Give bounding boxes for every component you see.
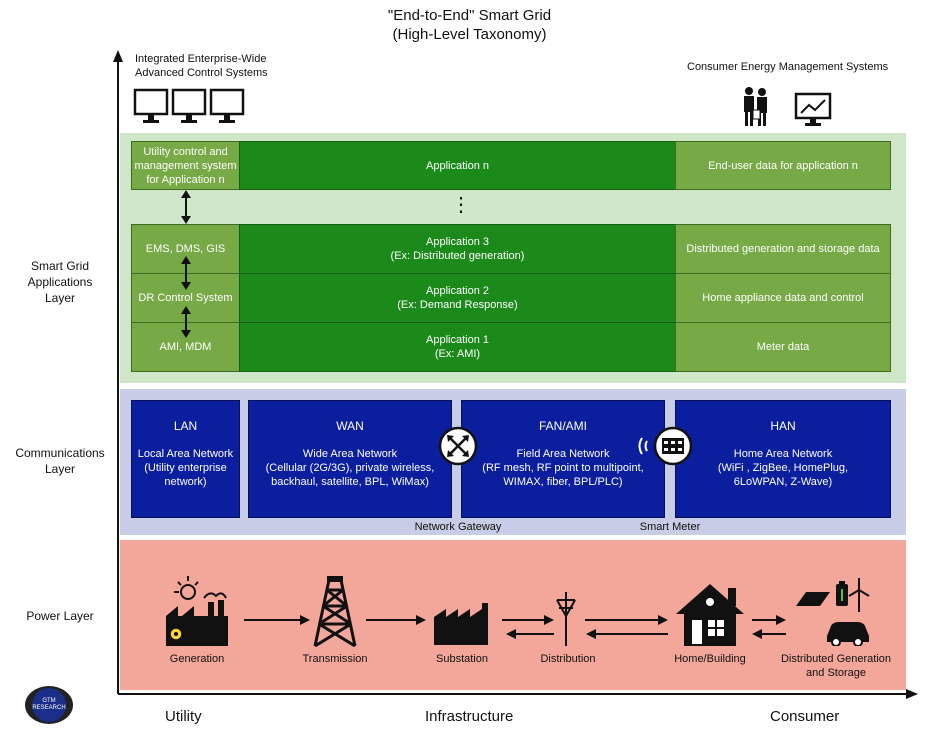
monitors-icon bbox=[133, 88, 245, 123]
app-3-data-box: Distributed generation and storage data bbox=[675, 224, 891, 274]
axis-consumer: Consumer bbox=[770, 708, 840, 725]
app-1-data-box: Meter data bbox=[675, 322, 891, 372]
title-line2: (High-Level Taxonomy) bbox=[392, 26, 547, 43]
distribution-label: Distribution bbox=[540, 653, 596, 665]
app-2-data-box: Home appliance data and control bbox=[675, 273, 891, 323]
transmission-tower-icon bbox=[313, 576, 357, 648]
chart-monitor-icon bbox=[794, 92, 832, 126]
generation-label: Generation bbox=[169, 653, 225, 665]
axis-utility: Utility bbox=[165, 708, 202, 725]
consumer-ems-label: Consumer Energy Management Systems bbox=[687, 61, 889, 73]
home-building-label: Home/Building bbox=[674, 653, 746, 665]
comm-layer-label: Communications Layer bbox=[15, 446, 105, 476]
fan-ami-box: FAN/AMI Field Area Network (RF mesh, RF … bbox=[461, 400, 665, 518]
app-2-box: Application 2 (Ex: Demand Response) bbox=[239, 273, 676, 323]
app-n-control-box: Utility control and management system fo… bbox=[131, 141, 240, 190]
wan-box: WAN Wide Area Network (Cellular (2G/3G),… bbox=[248, 400, 452, 518]
ellipsis: ⋮ bbox=[451, 194, 471, 216]
gtm-research-logo: GTM RESEARCH bbox=[25, 686, 73, 724]
smart-meter-icon bbox=[638, 426, 693, 466]
power-layer-label: Power Layer bbox=[26, 609, 94, 623]
network-gateway-label: Network Gateway bbox=[414, 521, 502, 533]
apps-layer-label: Smart Grid Applications Layer bbox=[27, 259, 93, 305]
app-3-box: Application 3 (Ex: Distributed generatio… bbox=[239, 224, 676, 274]
distributed-generation-icon bbox=[796, 578, 870, 646]
distribution-pole-icon bbox=[556, 592, 576, 646]
family-icon bbox=[744, 87, 767, 126]
enterprise-label: Integrated Enterprise-Wide Advanced Cont… bbox=[135, 53, 268, 79]
generation-icon bbox=[166, 576, 228, 646]
lan-box: LAN Local Area Network (Utility enterpri… bbox=[131, 400, 240, 518]
han-box: HAN Home Area Network (WiFi , ZigBee, Ho… bbox=[675, 400, 891, 518]
app-link-arrows bbox=[181, 190, 191, 338]
home-building-icon bbox=[676, 584, 744, 646]
network-gateway-icon bbox=[438, 426, 478, 466]
logo-text: GTM RESEARCH bbox=[32, 688, 66, 722]
axis-infrastructure: Infrastructure bbox=[425, 708, 514, 725]
distributed-generation-label: Distributed Generation and Storage bbox=[780, 653, 892, 679]
substation-icon bbox=[434, 603, 488, 645]
diagram-title: "End-to-End" Smart Grid (High-Level Taxo… bbox=[0, 6, 939, 44]
smart-meter-label: Smart Meter bbox=[639, 521, 701, 533]
transmission-label: Transmission bbox=[302, 653, 368, 665]
app-n-data-box: End-user data for application n bbox=[675, 141, 891, 190]
power-band bbox=[120, 540, 906, 690]
substation-label: Substation bbox=[436, 653, 488, 665]
title-line1: "End-to-End" Smart Grid bbox=[387, 7, 552, 24]
